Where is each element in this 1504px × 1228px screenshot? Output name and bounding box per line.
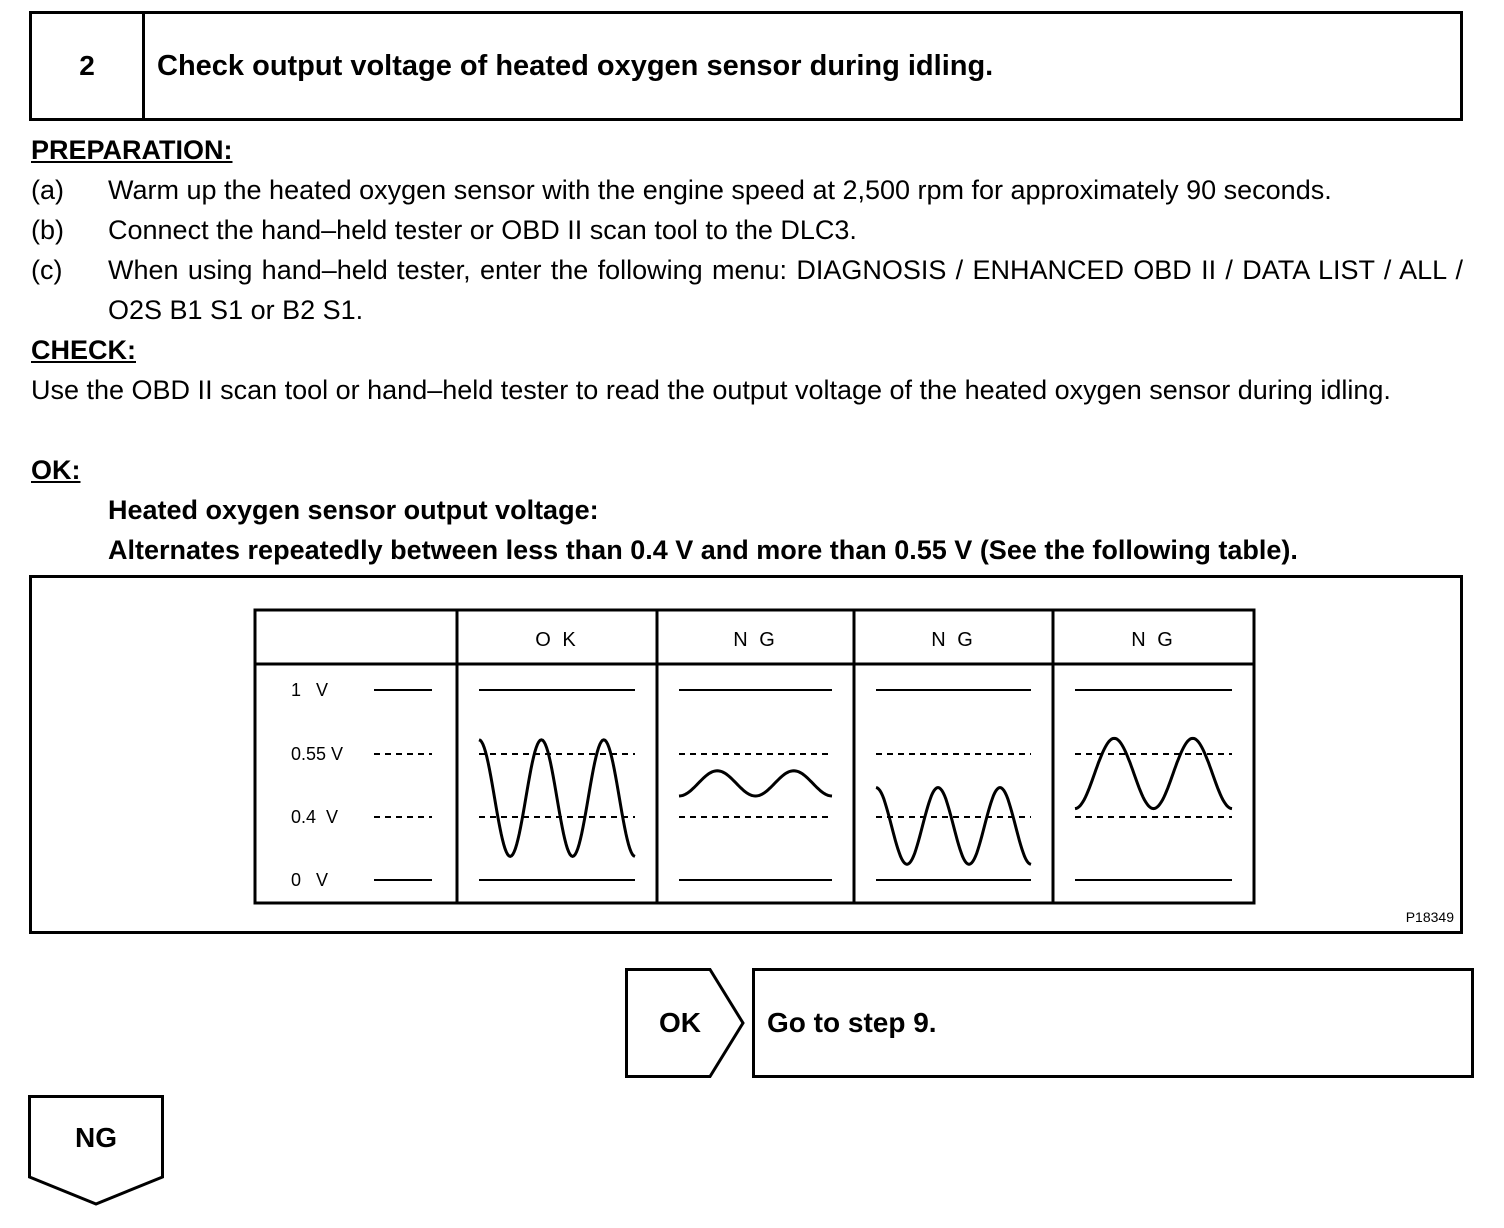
voltage-waveform <box>478 738 636 859</box>
ok-branch-label: OK <box>659 1007 701 1038</box>
ok-branch-action: Go to step 9. <box>767 1007 937 1038</box>
column-header: N G <box>733 629 778 651</box>
ok-heading: OK: <box>31 455 81 485</box>
voltage-waveform <box>678 769 833 798</box>
ok-arrow-shape <box>625 968 745 1078</box>
voltage-waveform <box>875 786 1032 866</box>
ng-arrow-shape <box>28 1095 164 1206</box>
preparation-heading: PREPARATION: <box>31 135 233 165</box>
voltage-waveform <box>1074 736 1233 811</box>
check-text: Use the OBD II scan tool or hand–held te… <box>31 375 1391 405</box>
ng-branch-label: NG <box>75 1121 117 1153</box>
level-label: 0 V <box>291 870 328 890</box>
check-heading: CHECK: <box>31 335 136 365</box>
prep-item-c-text: When using hand–held tester, enter the f… <box>108 255 1463 325</box>
table-frame <box>253 608 1256 905</box>
waveform-figure: O K N G N G N G 1 V 0.55 V 0.4 V 0 V P18349 <box>29 575 1463 934</box>
prep-item-c-label: (c) <box>31 255 63 285</box>
prep-item-b-label: (b) <box>31 215 64 245</box>
waveform-table: O K N G N G N G 1 V 0.55 V 0.4 V 0 V <box>253 608 1256 905</box>
column-header: N G <box>1131 629 1176 651</box>
step-header: 2 Check output voltage of heated oxygen … <box>29 11 1463 121</box>
go-to-step-box: Go to step 9. <box>752 968 1474 1078</box>
ok-spec-line1: Heated oxygen sensor output voltage: <box>108 495 599 525</box>
ok-spec-line2: Alternates repeatedly between less than … <box>108 535 1298 565</box>
figure-id: P18349 <box>1405 909 1454 925</box>
column-header: N G <box>931 629 976 651</box>
column-header: O K <box>535 629 578 651</box>
level-label: 0.55 V <box>291 744 343 764</box>
prep-item-b-text: Connect the hand–held tester or OBD II s… <box>108 215 857 245</box>
prep-item-a-label: (a) <box>31 175 64 205</box>
prep-item-a-text: Warm up the heated oxygen sensor with th… <box>108 175 1332 205</box>
level-label: 1 V <box>291 680 328 700</box>
step-title: Check output voltage of heated oxygen se… <box>157 49 994 82</box>
level-label: 0.4 V <box>291 807 338 827</box>
step-number: 2 <box>32 14 145 118</box>
